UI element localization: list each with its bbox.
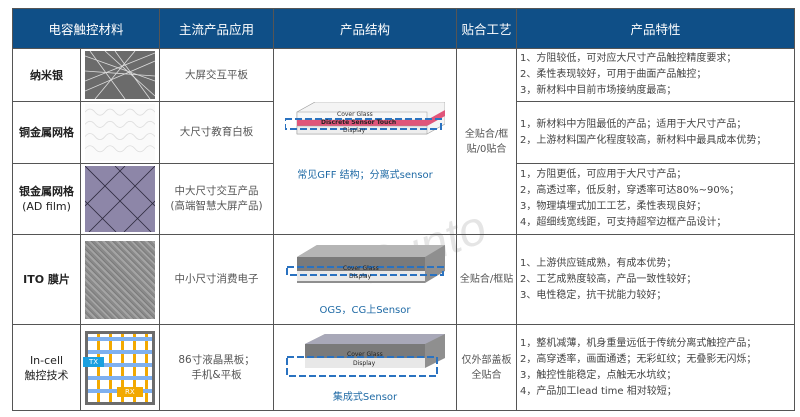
table-row: 纳米银 大屏交互平板 bbox=[12, 48, 795, 235]
feature-item: 1、上游供应链成熟，有成本优势； bbox=[520, 257, 677, 269]
application-label: 86寸液晶黑板； bbox=[178, 353, 255, 366]
header-structure: 产品结构 bbox=[273, 8, 458, 49]
feature-item: 2、柔性表现较好，可用于曲面产品触控； bbox=[520, 69, 707, 80]
structure-caption: 集成式Sensor bbox=[332, 392, 398, 403]
feature-item: 3，触控性能稳定，点触无水坑纹； bbox=[520, 369, 677, 381]
material-sublabel: (AD film) bbox=[22, 200, 71, 213]
application: 大尺寸教育白板 bbox=[159, 101, 275, 164]
structure-caption: 常见GFF 结构；分离式sensor bbox=[297, 170, 433, 181]
touch-material-table: 电容触控材料 主流产品应用 产品结构 贴合工艺 产品特性 纳米银 大屏交互平板 bbox=[11, 8, 795, 411]
feature-item: 2，高穿透率，画面通透；无彩虹纹；无叠影无闪烁； bbox=[520, 353, 757, 365]
structure-ogs: Cover Glass Display OGS，CG上Sensor bbox=[273, 234, 458, 325]
header-features: 产品特性 bbox=[516, 8, 795, 49]
layer-label: Display bbox=[353, 360, 376, 367]
features: 1，整机减薄，机身重量远低于传统分离式触控产品； 2，高穿透率，画面通透；无彩虹… bbox=[516, 324, 795, 411]
layer-label: Display bbox=[343, 127, 366, 134]
material-name: ITO 膜片 bbox=[12, 234, 81, 325]
feature-item: 3，新材料中目前市场接纳度最高； bbox=[520, 85, 677, 96]
layer-label: Cover Glass bbox=[343, 265, 379, 272]
material-name: 纳米银 bbox=[12, 48, 81, 102]
material-label: In-cell bbox=[29, 353, 64, 367]
feature-item: 1、方阻较低，可对应大尺寸产品触控精度要求； bbox=[520, 53, 737, 64]
tx-label: TX bbox=[83, 356, 105, 367]
feature-item: 2，上游材料国产化程度较高，新材料中最具成本优势； bbox=[520, 134, 767, 146]
table-row: In-cell 触控技术 TX RX 86寸液晶黑板； 手机&平板 bbox=[12, 324, 795, 411]
material-name: In-cell 触控技术 bbox=[12, 324, 81, 411]
header-lamination: 贴合工艺 bbox=[456, 8, 518, 49]
table-row: 银金属网格 (AD film) 中大尺寸交互产品 (高端智慧大屏产品) 1，方阻… bbox=[12, 163, 795, 235]
lamination: 全贴合/框贴/0贴合 bbox=[456, 48, 518, 235]
application: 86寸液晶黑板； 手机&平板 bbox=[159, 324, 275, 411]
table-row: ITO 膜片 中小尺寸消费电子 Cover Glass Display OGS，… bbox=[12, 234, 795, 325]
feature-item: 1，方阻更低，可应用于大尺寸产品； bbox=[520, 169, 687, 180]
lamination: 仅外部盖板全贴合 bbox=[456, 324, 518, 411]
lamination: 全贴合/框贴 bbox=[456, 234, 518, 325]
gff-stack-diagram: Cover Glass Discrete Sensor Touch Displa… bbox=[284, 101, 446, 148]
feature-item: 1，新材料中方阻最低的产品；适用于大尺寸产品； bbox=[520, 118, 747, 130]
header-application: 主流产品应用 bbox=[159, 8, 275, 49]
application: 大屏交互平板 bbox=[159, 48, 275, 102]
layer-label: Cover Glass bbox=[347, 351, 383, 358]
material-label: 银金属网格 bbox=[19, 185, 74, 198]
structure-caption: OGS，CG上Sensor bbox=[319, 305, 411, 316]
table-row: 铜金属网格 大尺寸教育白板 1，新材料中方阻最低的产品；适用于大尺寸产品； 2，… bbox=[12, 101, 795, 164]
incell-grid-image: TX RX bbox=[79, 324, 161, 411]
header-row: 电容触控材料 主流产品应用 产品结构 贴合工艺 产品特性 bbox=[11, 8, 795, 49]
feature-item: 4，超细线宽线距，可支持超窄边框产品设计； bbox=[520, 217, 727, 228]
features: 1、方阻较低，可对应大尺寸产品触控精度要求； 2、柔性表现较好，可用于曲面产品触… bbox=[516, 48, 795, 102]
structure-gff: Cover Glass Discrete Sensor Touch Displa… bbox=[273, 48, 458, 235]
application: 中小尺寸消费电子 bbox=[159, 234, 275, 325]
rx-label: RX bbox=[117, 386, 143, 397]
features: 1、上游供应链成熟，有成本优势； 2、工艺成熟度较高，产品一致性较好； 3、电性… bbox=[516, 234, 795, 325]
ito-film-image bbox=[79, 234, 161, 325]
feature-item: 4，产品加工lead time 相对较短； bbox=[520, 385, 677, 397]
feature-item: 2，高透过率，低反射，穿透率可达80%~90%； bbox=[520, 185, 740, 196]
copper-mesh-image bbox=[79, 101, 161, 164]
features: 1，新材料中方阻最低的产品；适用于大尺寸产品； 2，上游材料国产化程度较高，新材… bbox=[516, 101, 795, 164]
layer-label: Display bbox=[349, 273, 372, 280]
material-name: 银金属网格 (AD film) bbox=[12, 163, 81, 235]
application-label: 中大尺寸交互产品 bbox=[174, 185, 259, 197]
feature-item: 3、电性稳定，抗干扰能力较好； bbox=[520, 289, 667, 301]
nano-silver-image bbox=[79, 48, 161, 102]
silver-mesh-image bbox=[79, 163, 161, 235]
structure-incell: Cover Glass Display 集成式Sensor bbox=[273, 324, 458, 411]
feature-item: 3，物理填埋式加工工艺，柔性表现良好； bbox=[520, 201, 707, 212]
application-sublabel: 手机&平板 bbox=[191, 368, 242, 381]
layer-label: Discrete Sensor Touch bbox=[321, 119, 397, 126]
material-sublabel: 触控技术 bbox=[24, 368, 69, 382]
application: 中大尺寸交互产品 (高端智慧大屏产品) bbox=[159, 163, 275, 235]
feature-item: 1，整机减薄，机身重量远低于传统分离式触控产品； bbox=[520, 337, 757, 349]
application-sublabel: (高端智慧大屏产品) bbox=[170, 200, 263, 212]
feature-item: 2、工艺成熟度较高，产品一致性较好； bbox=[520, 273, 697, 285]
incell-stack-diagram: Cover Glass Display bbox=[285, 332, 446, 378]
header-material: 电容触控材料 bbox=[11, 8, 161, 49]
features: 1，方阻更低，可应用于大尺寸产品； 2，高透过率，低反射，穿透率可达80%~90… bbox=[516, 163, 795, 235]
layer-label: Cover Glass bbox=[337, 111, 373, 118]
ogs-stack-diagram: Cover Glass Display bbox=[285, 243, 446, 289]
material-name: 铜金属网格 bbox=[12, 101, 81, 164]
